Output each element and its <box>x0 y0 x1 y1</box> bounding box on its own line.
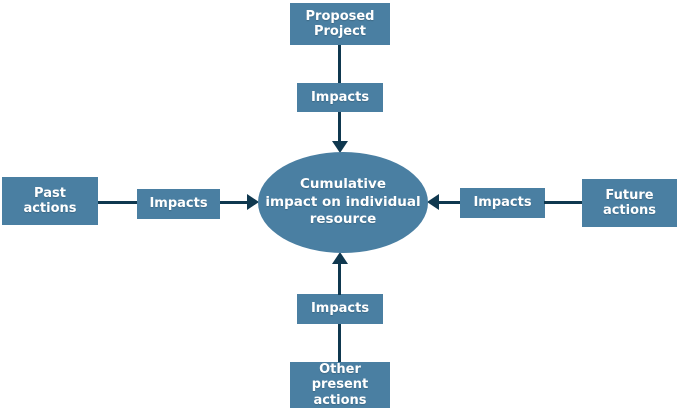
connector-line-bottom-lower <box>338 324 341 362</box>
node-other-present-actions: Other present actions <box>290 362 390 408</box>
connector-line-right-inner <box>437 201 460 204</box>
node-past-actions: Past actions <box>2 177 98 225</box>
arrowhead-left-icon <box>247 194 259 210</box>
center-ellipse-cumulative-impact: Cumulative impact on individual resource <box>258 152 428 253</box>
arrowhead-right-icon <box>427 194 439 210</box>
connector-line-left-outer <box>98 201 137 204</box>
impacts-box-right: Impacts <box>460 188 545 218</box>
impacts-box-top: Impacts <box>297 83 383 112</box>
connector-line-top-upper <box>338 45 341 83</box>
node-future-actions: Future actions <box>582 179 677 227</box>
arrowhead-bottom-icon <box>332 252 348 264</box>
connector-line-top-lower <box>338 112 341 142</box>
node-proposed-project: Proposed Project <box>290 3 390 45</box>
connector-line-right-outer <box>544 201 582 204</box>
connector-line-left-inner <box>220 201 249 204</box>
arrowhead-top-icon <box>332 141 348 153</box>
impacts-box-bottom: Impacts <box>297 294 383 324</box>
impacts-box-left: Impacts <box>137 189 220 219</box>
connector-line-bottom-upper <box>338 262 341 295</box>
